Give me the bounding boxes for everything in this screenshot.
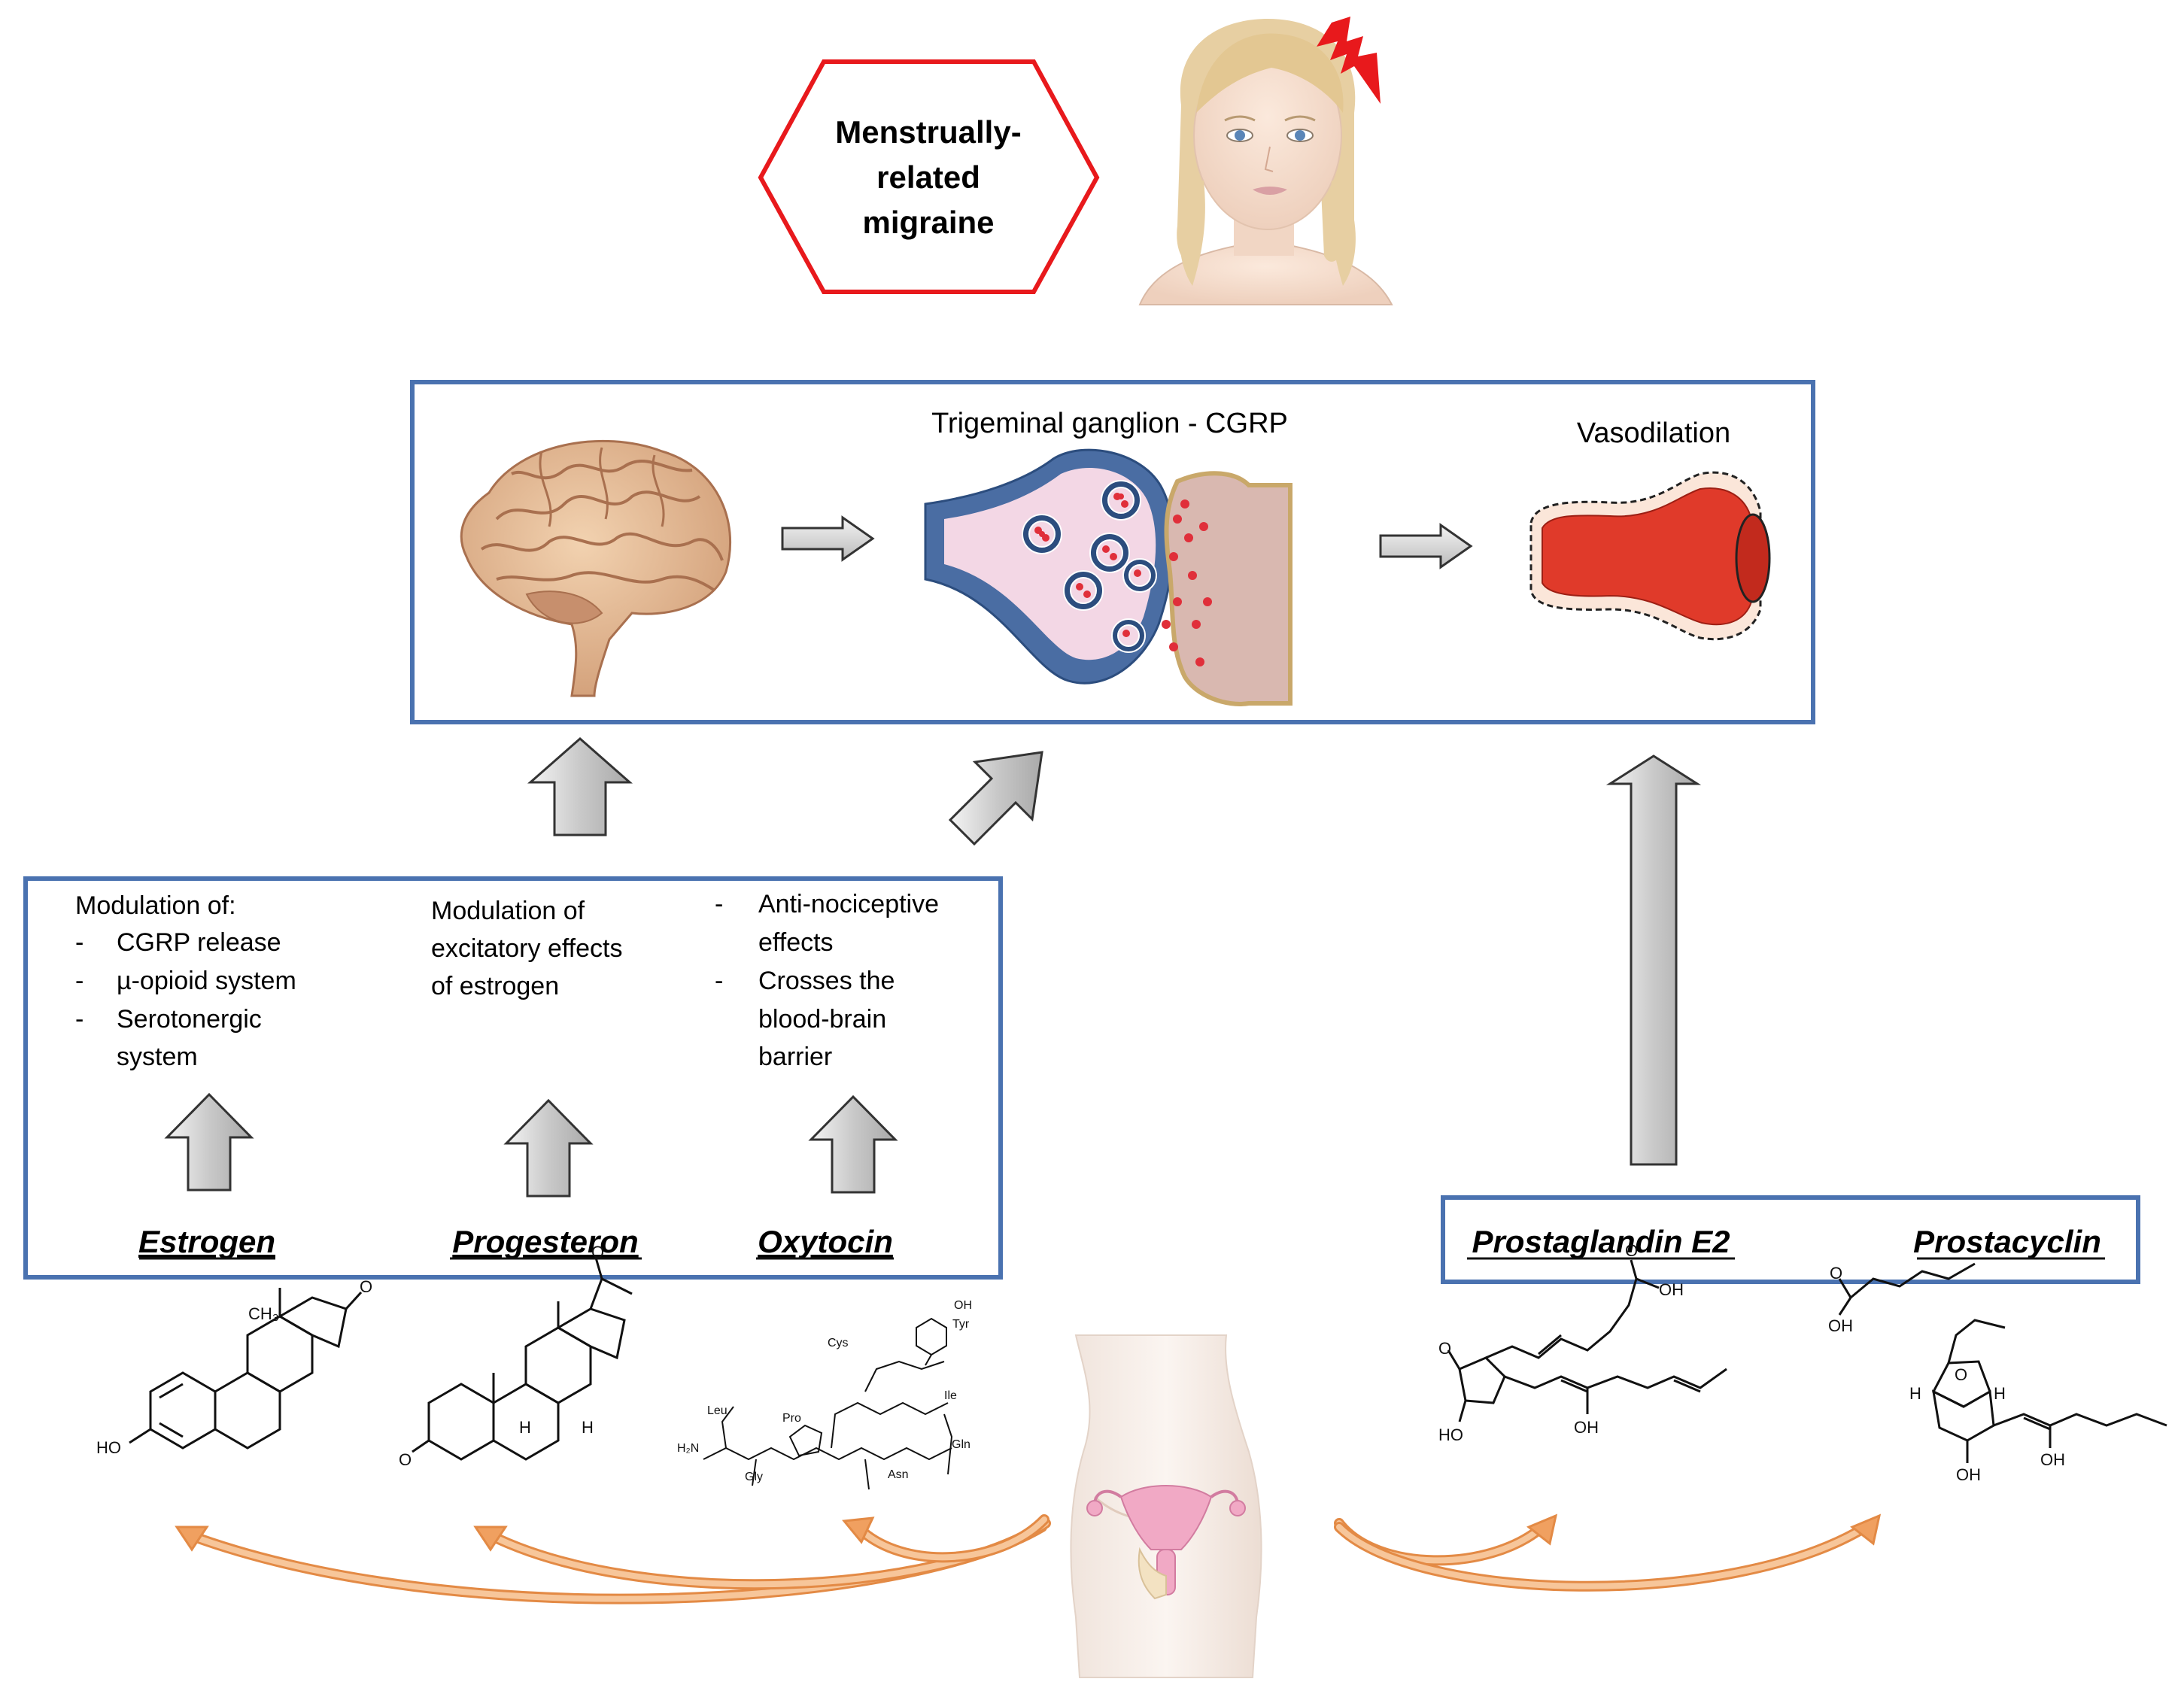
- brain-illustration: [460, 439, 732, 697]
- bullet: -: [715, 967, 723, 995]
- female-torso-illustration: [1070, 1334, 1262, 1678]
- progesteron-effect-line-1: Modulation of: [431, 897, 585, 925]
- oxytocin-gln-label: Gln: [952, 1438, 970, 1451]
- prostacyclin-oh2-label: OH: [1956, 1465, 1981, 1484]
- progesteron-label: Progesteron: [452, 1224, 638, 1259]
- bullet: -: [75, 967, 84, 995]
- oxytocin-label: Oxytocin: [758, 1224, 893, 1259]
- pge2-o-label: O: [1438, 1339, 1451, 1358]
- bullet: -: [75, 928, 84, 957]
- oxytocin-effects: - Anti-nociceptive effects - Crosses the…: [715, 890, 939, 1071]
- progesteron-effect-line-3: of estrogen: [431, 972, 559, 1000]
- trigeminal-process-box: [410, 380, 1815, 724]
- arrow-estrogen-box-to-top: [527, 737, 633, 836]
- title-line-3: migraine: [862, 205, 994, 240]
- progesteron-o2-label: O: [591, 1243, 604, 1261]
- progesteron-h-label: H: [519, 1418, 531, 1437]
- arrow-estrogen-up: [164, 1092, 254, 1192]
- orange-secretion-arrows: [175, 1513, 1882, 1604]
- estrogen-structure: [129, 1288, 363, 1450]
- prostaglandin-box: [1441, 1195, 2140, 1284]
- woman-face-illustration: [1138, 19, 1393, 305]
- pge2-oh2-label: OH: [1574, 1418, 1599, 1437]
- prostacyclin-ring-o-label: O: [1955, 1365, 1967, 1384]
- ganglion-label: Trigeminal ganglion - CGRP: [931, 408, 1288, 439]
- effect-anti-nociceptive: Anti-nociceptive: [758, 890, 939, 918]
- effect-cgrp-release: CGRP release: [117, 928, 281, 957]
- effect-crosses-bbb-cont2: barrier: [758, 1043, 832, 1071]
- prostacyclin-o-label: O: [1830, 1264, 1842, 1283]
- bullet: -: [715, 890, 723, 918]
- lightning-bolt-icon: [1317, 17, 1381, 104]
- arrow-brain-to-synapse: [781, 515, 875, 562]
- estrogen-ho-label: HO: [96, 1438, 121, 1457]
- arrow-synapse-to-vessel: [1379, 523, 1473, 569]
- progesteron-o-label: O: [399, 1450, 412, 1469]
- oxytocin-tyr-label: Tyr: [952, 1318, 970, 1331]
- prostacyclin-h-label: H: [1909, 1384, 1921, 1403]
- estrogen-label: Estrogen: [138, 1224, 275, 1259]
- effect-opioid-system: µ-opioid system: [117, 967, 296, 995]
- progesteron-effect-line-2: excitatory effects: [431, 934, 623, 963]
- pge2-structure: [1447, 1259, 1727, 1422]
- estrogen-ch3-label: CH₃: [248, 1304, 279, 1323]
- effect-serotonergic: Serotonergic: [117, 1005, 262, 1034]
- oxytocin-structure: [703, 1317, 953, 1490]
- oxytocin-asn-label: Asn: [888, 1468, 909, 1481]
- progesteron-structure: [412, 1257, 633, 1461]
- estrogen-effects-heading: Modulation of:: [75, 891, 236, 920]
- progesteron-effects: Modulation of excitatory effects of estr…: [431, 897, 623, 1000]
- oxytocin-oh-label: OH: [954, 1299, 972, 1312]
- bullet: -: [75, 1005, 84, 1034]
- pge2-oh-label: OH: [1659, 1280, 1684, 1299]
- arrow-prostaglandins-to-vasodilation: [1605, 754, 1702, 1166]
- prostacyclin-h2-label: H: [1994, 1384, 2006, 1403]
- hormone-box: [23, 876, 1003, 1280]
- effect-anti-nociceptive-cont: effects: [758, 928, 834, 957]
- arrow-oxytocin-to-top: [948, 751, 1043, 846]
- estrogen-effects: Modulation of: - CGRP release - µ-opioid…: [75, 891, 296, 1071]
- pge2-o2-label: O: [1625, 1241, 1638, 1260]
- effect-crosses-bbb-cont: blood-brain: [758, 1005, 886, 1034]
- vasodilation-label: Vasodilation: [1577, 417, 1730, 449]
- prostacyclin-label: Prostacyclin: [1913, 1224, 2101, 1259]
- oxytocin-cys-label: Cys: [828, 1337, 849, 1349]
- pge2-label: Prostaglandin E2: [1472, 1224, 1730, 1259]
- synapse-illustration: [924, 448, 1292, 706]
- oxytocin-pro-label: Pro: [782, 1412, 801, 1425]
- arrow-progesteron-up: [503, 1098, 594, 1198]
- progesteron-h2-label: H: [582, 1418, 594, 1437]
- prostacyclin-structure: [1838, 1262, 2167, 1463]
- arrow-oxytocin-up: [808, 1094, 898, 1194]
- title-line-1: Menstrually-: [835, 114, 1021, 150]
- prostacyclin-oh3-label: OH: [2040, 1450, 2065, 1469]
- oxytocin-gly-label: Gly: [745, 1471, 763, 1483]
- effect-serotonergic-cont: system: [117, 1043, 198, 1071]
- oxytocin-leu-label: Leu: [707, 1404, 727, 1417]
- title-line-2: related: [876, 159, 980, 195]
- dilated-vessel-illustration: [1529, 471, 1771, 641]
- estrogen-o-label: O: [360, 1277, 372, 1296]
- prostacyclin-oh-label: OH: [1828, 1316, 1853, 1335]
- title-hexagon: Menstrually- related migraine: [758, 59, 1100, 294]
- oxytocin-h2n-label: H₂N: [677, 1442, 699, 1455]
- pge2-ho-label: HO: [1438, 1425, 1463, 1444]
- effect-crosses-bbb: Crosses the: [758, 967, 895, 995]
- oxytocin-ile-label: Ile: [944, 1389, 957, 1402]
